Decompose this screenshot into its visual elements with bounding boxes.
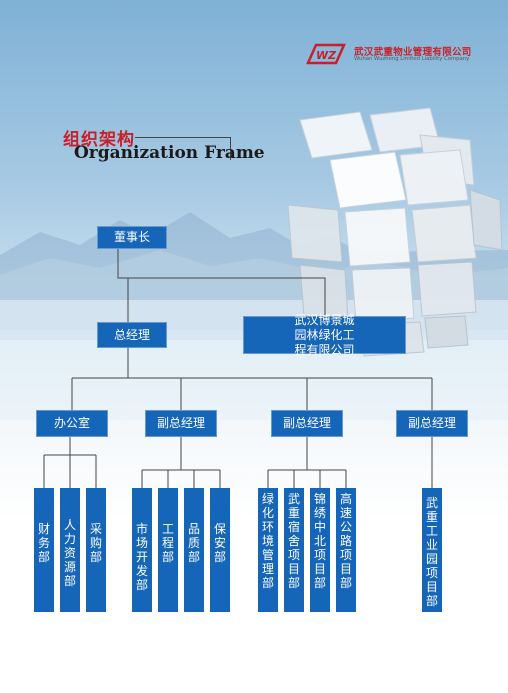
deputy-gm-box-3: 副总经理 [396,410,468,437]
dept-label: 武重宿舍项目部 [288,492,301,590]
dept-label: 绿化环境管理部 [262,492,275,590]
deputy-gm-box-2: 副总经理 [271,410,343,437]
dept-purchasing: 采购部 [86,488,106,612]
svg-text:WZ: WZ [316,49,337,62]
dept-label: 保安部 [214,522,227,564]
dept-label: 采购部 [90,522,103,564]
deputy-gm-box-1: 副总经理 [145,410,217,437]
dept-hr: 人力资源部 [60,488,80,612]
title-english: Organization Frame [74,143,265,163]
subsidiary-box: 武汉博景城园林绿化工程有限公司 [243,313,406,357]
dept-label: 锦绣中北项目部 [314,492,327,590]
title-rule-vertical [230,137,231,160]
dept-dormitory-project: 武重宿舍项目部 [284,488,304,612]
dept-marketing: 市场开发部 [132,488,152,612]
title-chinese: 组织架构 [63,130,135,150]
general-manager-box: 总经理 [97,322,167,348]
dept-security: 保安部 [210,488,230,612]
title-rule [135,137,230,138]
dept-jinxiu-project: 锦绣中北项目部 [310,488,330,612]
logo-mark-icon: WZ [306,43,346,65]
logo-text-cn: 武汉武重物业管理有限公司 [354,47,472,58]
dept-label: 工程部 [162,522,175,564]
dept-label: 人力资源部 [64,518,77,588]
logo-text-en: Wuhan Wuzheng Limited Liability Company [354,56,470,62]
dept-label: 财务部 [38,522,51,564]
chairman-box: 董事长 [97,226,167,249]
company-logo: WZ 武汉武重物业管理有限公司 Wuhan Wuzheng Limited Li… [306,41,476,67]
dept-label: 市场开发部 [136,522,149,592]
dept-label: 高速公路项目部 [340,492,353,590]
dept-finance: 财务部 [34,488,54,612]
dept-engineering: 工程部 [158,488,178,612]
dept-industrial-park-project: 武重工业园项目部 [422,488,442,612]
dept-label: 品质部 [188,522,201,564]
dept-quality: 品质部 [184,488,204,612]
office-box: 办公室 [36,410,108,437]
dept-label: 武重工业园项目部 [426,496,439,608]
dept-greening: 绿化环境管理部 [258,488,278,612]
dept-highway-project: 高速公路项目部 [336,488,356,612]
